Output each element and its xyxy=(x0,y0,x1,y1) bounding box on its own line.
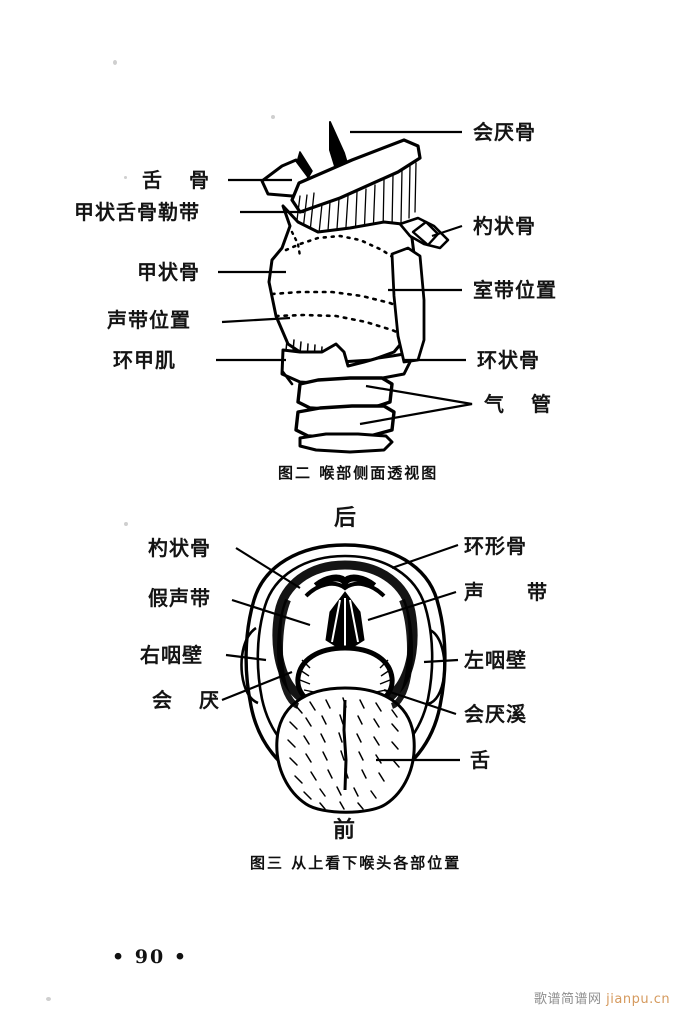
watermark-domain: jianpu.cn xyxy=(606,992,671,1007)
label-right-pharyngeal-wall: 右咽壁 xyxy=(140,643,203,667)
orientation-anterior: 前 xyxy=(333,818,356,843)
leader-left-pharyngeal-wall xyxy=(423,658,459,664)
orientation-posterior: 后 xyxy=(334,506,357,531)
label-false-vocal-cord: 假声带 xyxy=(148,586,211,610)
leader-false-cord-3 xyxy=(231,598,311,627)
figure2-leader-lines xyxy=(216,130,473,426)
label-left-pharyngeal-wall: 左咽壁 xyxy=(464,648,527,672)
figure3-drawing xyxy=(240,543,447,814)
figure3-leader-lines xyxy=(221,543,460,762)
label-hyoid-bone: 舌 骨 xyxy=(142,168,219,192)
scan-speck xyxy=(271,115,275,119)
leader-ring-cartilage xyxy=(391,543,459,570)
leader-right-pharyngeal-wall xyxy=(225,653,267,662)
page-number: • 90 • xyxy=(112,946,188,968)
watermark-site-name: 歌谱简谱网 xyxy=(534,992,602,1007)
leader-vocal-cord-3 xyxy=(367,590,457,622)
leader-arytenoid xyxy=(431,224,463,238)
label-arytenoid-cartilage-3: 杓状骨 xyxy=(148,536,211,560)
label-ring-cartilage: 环形骨 xyxy=(464,534,527,558)
label-vocal-cord-3: 声 带 xyxy=(464,580,565,604)
label-ventricular-fold-position: 室带位置 xyxy=(473,278,557,302)
leader-vocal-cord-position xyxy=(221,316,291,324)
watermark: 歌谱简谱网 jianpu.cn xyxy=(534,988,670,1007)
scan-speck xyxy=(124,522,128,526)
figure3-caption: 图三 从上看下喉头各部位置 xyxy=(250,854,462,872)
label-cricoid-cartilage: 环状骨 xyxy=(477,348,540,372)
scan-speck xyxy=(113,60,117,65)
leader-trachea xyxy=(359,384,473,426)
leader-epiglottis-3 xyxy=(221,670,293,702)
leader-vallecula xyxy=(383,688,457,716)
label-arytenoid-cartilage-2: 杓状骨 xyxy=(473,214,536,238)
scan-speck xyxy=(46,997,51,1001)
label-vallecula: 会厌溪 xyxy=(464,702,527,726)
label-thyrohyoid-ligament: 甲状舌骨勒带 xyxy=(74,200,200,224)
label-thyroid-cartilage: 甲状骨 xyxy=(137,260,200,284)
label-trachea: 气 管 xyxy=(484,392,561,416)
scan-speck xyxy=(124,176,127,179)
leader-arytenoid-3 xyxy=(235,547,301,589)
label-vocal-cord-position: 声带位置 xyxy=(107,308,191,332)
label-epiglottis-bone: 会厌骨 xyxy=(473,120,536,144)
figure2-caption: 图二 喉部侧面透视图 xyxy=(278,464,439,482)
label-cricothyroid-muscle: 环甲肌 xyxy=(113,348,176,372)
label-tongue: 舌 xyxy=(470,748,491,772)
figure2-drawing xyxy=(260,121,450,454)
label-epiglottis-3: 会 厌 xyxy=(152,688,229,712)
